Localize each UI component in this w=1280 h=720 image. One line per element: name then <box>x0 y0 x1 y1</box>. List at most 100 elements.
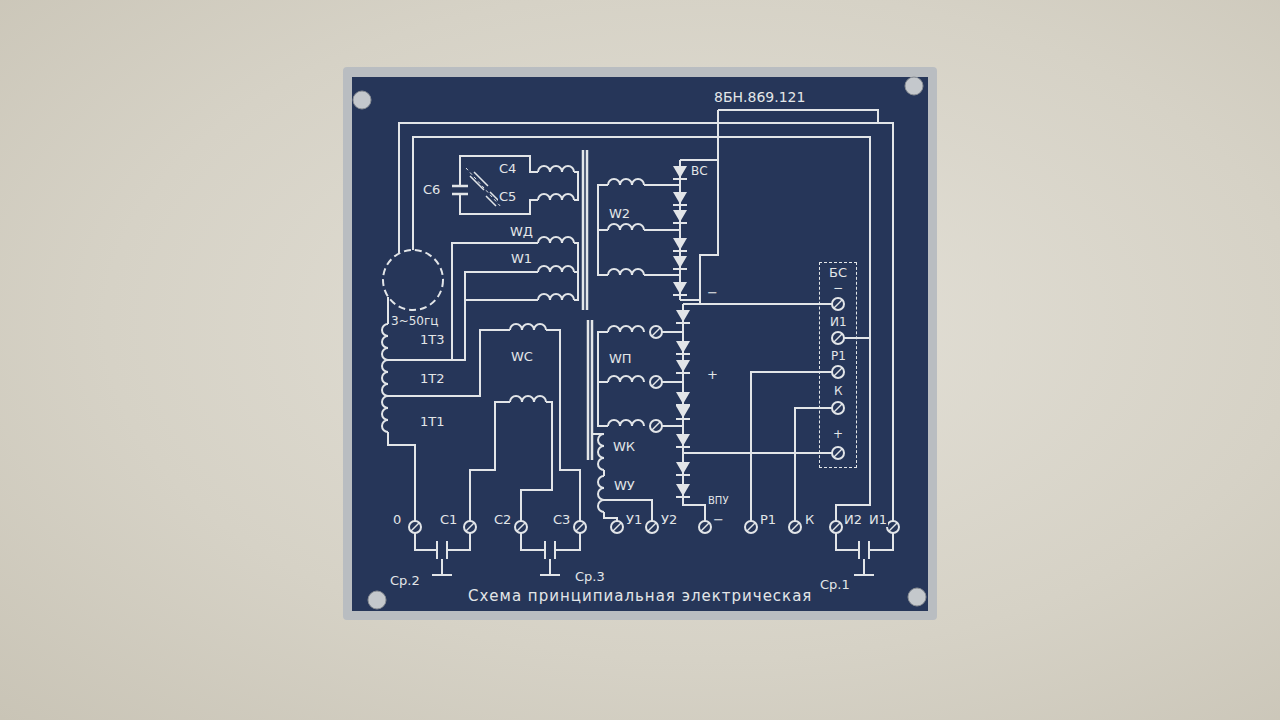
wire-line <box>388 330 510 396</box>
terminal-label: 1Т1 <box>419 415 445 429</box>
schematic-symbol <box>676 406 690 419</box>
terminal-label: − <box>712 513 725 527</box>
schematic-symbol <box>409 521 421 533</box>
terminal-label: WД <box>509 225 534 239</box>
terminal-label: К <box>804 513 815 527</box>
schematic-symbol <box>598 434 604 470</box>
schematic-symbol <box>699 521 711 533</box>
schematic-symbol <box>673 166 687 179</box>
schematic-symbol <box>676 434 690 447</box>
schematic-symbol <box>650 420 662 432</box>
block-label: БС <box>820 263 856 280</box>
schematic-symbol <box>608 179 644 185</box>
schematic-symbol <box>676 462 690 475</box>
schematic-symbol <box>608 269 644 275</box>
rivet <box>908 588 926 606</box>
wire-line <box>466 168 502 208</box>
wire-line <box>388 432 415 521</box>
terminal-label: ВПУ <box>707 495 729 506</box>
terminal-label: ВС <box>690 165 709 178</box>
terminal-label: С3 <box>552 513 571 527</box>
schematic-symbol <box>673 256 687 269</box>
diodes <box>673 166 690 497</box>
wire-line <box>583 150 587 310</box>
schematic-symbol <box>515 521 527 533</box>
wire-line <box>699 300 701 304</box>
wire-line <box>598 332 608 426</box>
wire-line <box>718 110 878 123</box>
terminal-label: С1 <box>439 513 458 527</box>
schematic-symbol <box>464 521 476 533</box>
wire-line <box>683 303 832 305</box>
terminal-label: У2 <box>660 513 678 527</box>
schematic-symbol <box>650 376 662 388</box>
terminal-label: С5 <box>498 190 517 204</box>
terminal-label: W2 <box>608 207 631 221</box>
terminal-label: WП <box>608 352 633 366</box>
schematic-symbol <box>538 194 574 200</box>
schematic-symbol <box>538 166 574 172</box>
schematic-symbol <box>650 326 662 338</box>
schematic-symbol <box>608 326 644 332</box>
schematic-symbol <box>608 420 644 426</box>
wire-line <box>460 156 538 186</box>
terminal-label: − <box>832 282 844 295</box>
schematic-symbol <box>673 282 687 295</box>
terminal-block: БС <box>819 262 857 468</box>
terminal-label: И2 <box>843 513 863 527</box>
schematic-symbol <box>676 392 690 405</box>
wire-line <box>795 408 832 521</box>
schematic-symbol <box>832 366 844 378</box>
schematic-symbol <box>382 396 388 432</box>
terminal-label: Ср.2 <box>389 574 421 588</box>
wire-line <box>388 243 538 360</box>
terminal-label: 1Т3 <box>419 333 445 347</box>
wire-line <box>598 185 608 275</box>
terminal-label: − <box>706 286 719 300</box>
terminal-label: С2 <box>493 513 512 527</box>
wire-line <box>465 272 538 300</box>
schematic-symbol <box>832 298 844 310</box>
terminal-label: WУ <box>613 479 636 493</box>
terminal-label: WC <box>510 350 534 364</box>
schematic-symbol <box>745 521 757 533</box>
rivet <box>905 77 923 95</box>
schematic-symbol <box>676 484 690 497</box>
terminal-label: WК <box>612 440 636 454</box>
wire-line <box>836 533 893 575</box>
schematic-symbol <box>608 376 644 382</box>
wire-line <box>644 185 680 275</box>
wire-line <box>399 123 893 521</box>
plate-frame <box>343 67 937 620</box>
terminal-label: Р1 <box>830 350 847 363</box>
schematic-symbol <box>887 521 899 533</box>
wire-line <box>521 402 552 521</box>
schematic-symbol <box>538 237 574 243</box>
schematic-symbol <box>673 210 687 223</box>
terminal-label: 1Т2 <box>419 372 445 386</box>
coils <box>382 166 644 512</box>
rivet <box>368 591 386 609</box>
plate <box>352 77 928 611</box>
caption: Схема принципиальная электрическая <box>467 588 813 605</box>
terminal-label: + <box>706 368 719 382</box>
schematic-symbol <box>646 521 658 533</box>
schematic-symbol <box>832 447 844 459</box>
wire-line <box>680 160 718 300</box>
schematic-symbol <box>510 324 546 330</box>
terminal-label: К <box>833 385 844 398</box>
terminal-label: 0 <box>392 513 402 527</box>
wire-line <box>574 172 578 200</box>
terminal-label: W1 <box>510 252 533 266</box>
schematic-symbol <box>789 521 801 533</box>
schematic-symbol <box>538 294 574 300</box>
schematic-symbol <box>676 310 690 323</box>
schematic-symbol <box>611 521 623 533</box>
terminal-label: Ср.1 <box>819 578 851 592</box>
schematic-symbol <box>673 238 687 251</box>
terminal-label: Р1 <box>759 513 777 527</box>
rivet <box>353 91 371 109</box>
schematic-symbol <box>673 192 687 205</box>
